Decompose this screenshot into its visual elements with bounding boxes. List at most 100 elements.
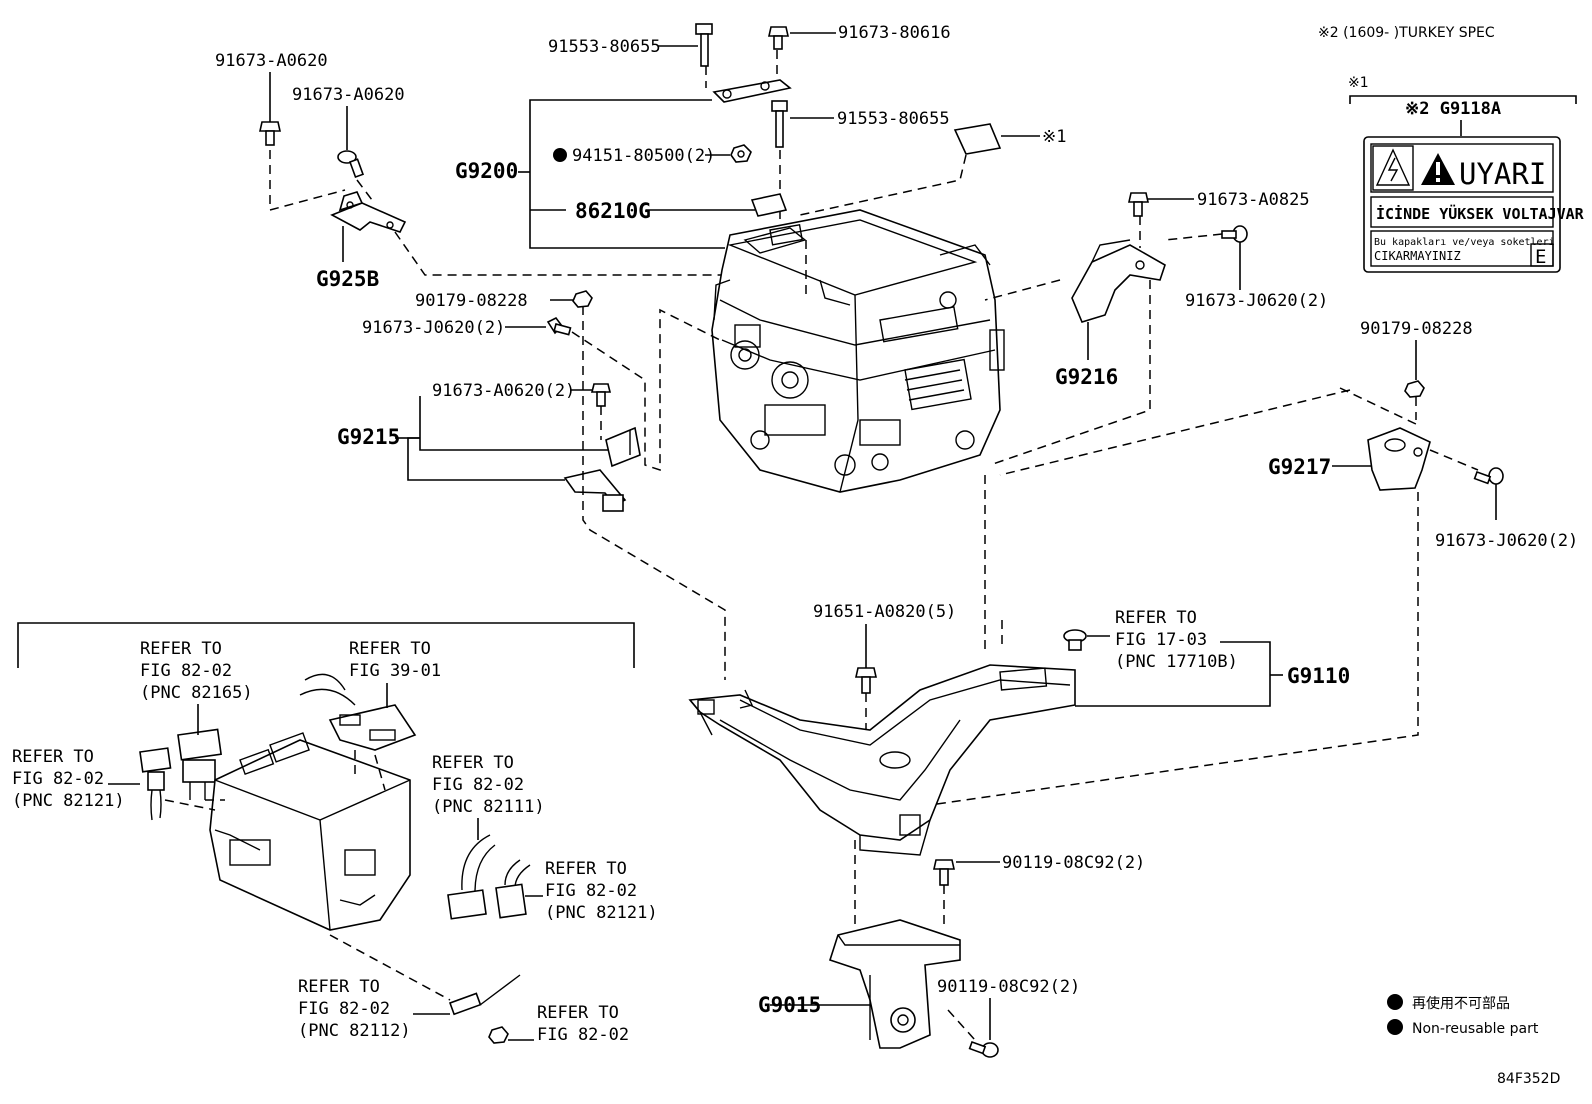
callout-g9216[interactable]: G9216 <box>1055 365 1118 389</box>
nut-icon <box>1404 380 1425 398</box>
legend-dot-icon <box>1387 1019 1403 1035</box>
bolt-icon <box>337 150 365 179</box>
label-line1: İCİNDE YÜKSEK VOLTAJVAR <box>1376 204 1585 223</box>
label-line2: Bu kapakları ve/veya soketleri <box>1374 237 1555 248</box>
callout-g9215[interactable]: G9215 <box>337 425 400 449</box>
callout-a0820[interactable]: 91651-A0820(5) <box>813 602 956 622</box>
label-title: ※2 G9118A <box>1405 99 1501 119</box>
legend-jp: 再使用不可部品 <box>1412 995 1510 1012</box>
nut-icon <box>730 144 752 163</box>
refer-label: REFER TO <box>298 977 380 997</box>
connector-82111 <box>447 834 496 920</box>
callout-j0620-right-bottom[interactable]: 91673-J0620(2) <box>1435 531 1578 551</box>
callout-nut-80500[interactable]: 94151-80500(2) <box>572 146 715 166</box>
refer-82-02-bottom[interactable]: REFER TO FIG 82-02 <box>537 1003 629 1045</box>
refer-pnc: (PNC 82165) <box>140 683 253 703</box>
refer-pnc: (PNC 82112) <box>298 1021 411 1041</box>
callout-08c92-lower[interactable]: 90119-08C92(2) <box>937 977 1080 997</box>
g9215-bracket-lower[interactable] <box>563 469 627 512</box>
warning-label-g9118a[interactable]: ※1 ※2 G9118A UYARI İCİNDE YÜKSEK VOLTAJV… <box>1348 75 1585 273</box>
callout-80655-mid[interactable]: 91553-80655 <box>837 109 950 129</box>
g9110-cross-member[interactable] <box>688 664 1076 856</box>
refer-82121-right[interactable]: REFER TO FIG 82-02 (PNC 82121) <box>545 859 658 923</box>
hazard-electric-icon <box>1372 145 1414 191</box>
warning-triangle-icon <box>1421 153 1455 185</box>
callout-86210g[interactable]: 86210G <box>575 199 651 223</box>
callout-a0620-2[interactable]: 91673-A0620(2) <box>432 381 575 401</box>
callout-08228-left[interactable]: 90179-08228 <box>415 291 528 311</box>
refer-label: REFER TO <box>140 639 222 659</box>
label-uyari: UYARI <box>1459 157 1546 191</box>
callout-80616[interactable]: 91673-80616 <box>838 23 951 43</box>
callout-a0620-second[interactable]: 91673-A0620 <box>292 85 405 105</box>
refer-label: REFER TO <box>12 747 94 767</box>
nut-icon <box>488 1026 509 1044</box>
callout-j0620-right-top[interactable]: 91673-J0620(2) <box>1185 291 1328 311</box>
inverter-subview <box>209 732 411 931</box>
refer-fig: FIG 82-02 <box>12 769 104 789</box>
refer-fig: FIG 82-02 <box>432 775 524 795</box>
bolt-icon <box>546 316 572 336</box>
callout-note-ref1: ※1 <box>1042 127 1066 147</box>
refer-pnc: (PNC 17710B) <box>1115 652 1238 672</box>
callout-g9217[interactable]: G9217 <box>1268 455 1331 479</box>
callout-08c92-upper[interactable]: 90119-08C92(2) <box>1002 853 1145 873</box>
legend-en: Non-reusable part <box>1412 1021 1539 1037</box>
connector-82121-right <box>495 859 531 919</box>
bolt-icon <box>968 1040 999 1058</box>
label-line3: CIKARMAYINIZ <box>1374 249 1461 263</box>
callout-g9110[interactable]: G9110 <box>1287 664 1350 688</box>
nut-icon <box>572 290 593 308</box>
callout-j0620-left[interactable]: 91673-J0620(2) <box>362 318 505 338</box>
refer-82121-left[interactable]: REFER TO FIG 82-02 (PNC 82121) <box>12 747 125 811</box>
diagram-id: 84F352D <box>1497 1071 1560 1087</box>
refer-82112[interactable]: REFER TO FIG 82-02 (PNC 82112) <box>298 977 411 1041</box>
bolt-icon <box>771 100 788 148</box>
callout-08228-right[interactable]: 90179-08228 <box>1360 319 1473 339</box>
refer-pnc: (PNC 82121) <box>545 903 658 923</box>
terminal-cover <box>750 193 788 217</box>
refer-label: REFER TO <box>349 639 431 659</box>
callout-80655-top[interactable]: 91553-80655 <box>548 37 661 57</box>
legend-dot-icon <box>1387 994 1403 1010</box>
bolt-icon <box>590 383 612 407</box>
refer-label: REFER TO <box>1115 608 1197 628</box>
refer-label: REFER TO <box>432 753 514 773</box>
refer-17-03[interactable]: REFER TO FIG 17-03 (PNC 17710B) <box>1115 608 1238 672</box>
refer-fig: FIG 39-01 <box>349 661 441 681</box>
callout-a0620-top[interactable]: 91673-A0620 <box>215 51 328 71</box>
callout-g9200[interactable]: G9200 <box>455 159 518 183</box>
g9215-bracket-upper[interactable] <box>605 426 641 468</box>
bolt-icon <box>768 26 789 50</box>
bolt-icon <box>695 23 713 67</box>
connector-82112 <box>448 974 521 1016</box>
bolt-icon <box>259 121 281 146</box>
refer-fig: FIG 82-02 <box>298 999 390 1019</box>
g9015-mount[interactable] <box>828 919 961 1049</box>
refer-fig: FIG 82-02 <box>140 661 232 681</box>
bolt-icon <box>933 859 955 886</box>
g9216-bracket[interactable] <box>1071 239 1166 323</box>
g9217-bracket[interactable] <box>1367 427 1431 491</box>
callout-g9015[interactable]: G9015 <box>758 993 821 1017</box>
bolt-icon <box>1128 192 1149 217</box>
refer-fig: FIG 17-03 <box>1115 630 1207 650</box>
inverter-assembly[interactable] <box>711 209 1005 493</box>
bus-bar-plate <box>712 79 792 103</box>
label-placeholder-sheet <box>953 123 1002 155</box>
callout-g925b[interactable]: G925B <box>316 267 379 291</box>
refer-fig: FIG 82-02 <box>545 881 637 901</box>
refer-82111[interactable]: REFER TO FIG 82-02 (PNC 82111) <box>432 753 545 817</box>
refer-39-01[interactable]: REFER TO FIG 39-01 <box>349 639 441 681</box>
refer-label: REFER TO <box>537 1003 619 1023</box>
refer-label: REFER TO <box>545 859 627 879</box>
spec-note: ※2 (1609- )TURKEY SPEC <box>1318 25 1495 41</box>
refer-82165[interactable]: REFER TO FIG 82-02 (PNC 82165) <box>140 639 253 703</box>
callout-a0825[interactable]: 91673-A0825 <box>1197 190 1310 210</box>
refer-fig: FIG 82-02 <box>537 1025 629 1045</box>
g925b-bracket[interactable] <box>330 191 407 233</box>
refer-pnc: (PNC 82111) <box>432 797 545 817</box>
label-note-ref: ※1 <box>1348 75 1369 91</box>
refer-pnc: (PNC 82121) <box>12 791 125 811</box>
